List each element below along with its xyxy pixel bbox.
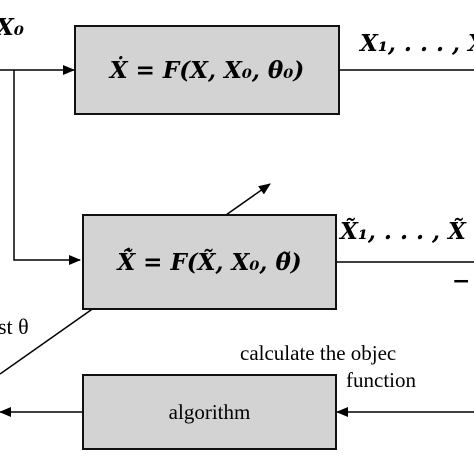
estimated-model-box: X̃̇ = F(X̃, X₀, θ̃) bbox=[82, 214, 337, 310]
algorithm-box: algorithm bbox=[82, 374, 337, 450]
adjust-parameters-label: st θ bbox=[0, 314, 29, 339]
estimated-model-output-label: X̃₁, . . . , X̃ bbox=[340, 218, 466, 245]
estimated-model-equation: X̃̇ = F(X̃, X₀, θ̃) bbox=[117, 248, 302, 276]
algorithm-label: algorithm bbox=[168, 399, 251, 424]
true-model-box: Ẋ = F(X, X₀, θ₀) bbox=[74, 25, 340, 115]
true-model-output-label: X₁, . . . , X bbox=[360, 30, 474, 57]
initial-state-label: X₀ bbox=[0, 14, 24, 41]
objective-label-line1: calculate the objec bbox=[240, 341, 397, 365]
input-branch-to-estimated-model bbox=[13, 70, 81, 265]
minus-sign: − bbox=[452, 268, 471, 294]
objective-label-line2: function bbox=[346, 368, 416, 392]
true-model-equation: Ẋ = F(X, X₀, θ₀) bbox=[109, 56, 305, 84]
